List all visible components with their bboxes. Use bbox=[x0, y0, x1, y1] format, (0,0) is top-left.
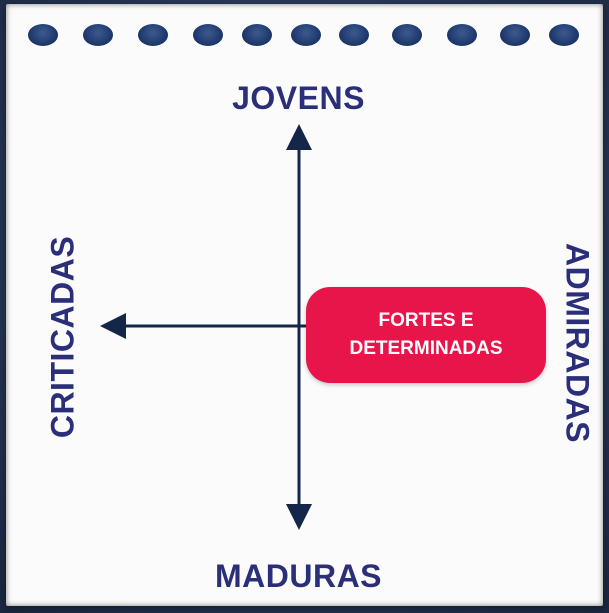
binding-hole bbox=[83, 24, 113, 46]
arrow-left-icon bbox=[100, 313, 126, 339]
axis-label-bottom: MADURAS bbox=[214, 558, 383, 594]
highlight-badge: FORTES E DETERMINADAS bbox=[306, 287, 546, 383]
axis-label-top: JOVENS bbox=[232, 80, 365, 116]
binding-hole bbox=[193, 24, 223, 46]
binding-hole bbox=[392, 24, 422, 46]
highlight-text: FORTES E DETERMINADAS bbox=[349, 310, 503, 359]
binding-hole bbox=[549, 24, 579, 46]
binding-holes bbox=[6, 24, 603, 50]
binding-hole bbox=[138, 24, 168, 46]
axis-label-right: ADMIRADAS bbox=[559, 242, 596, 444]
binding-hole bbox=[447, 24, 477, 46]
binding-hole bbox=[339, 24, 369, 46]
binding-hole bbox=[28, 24, 58, 46]
axis-label-left: CRITICADAS bbox=[44, 235, 81, 439]
arrow-up-icon bbox=[286, 124, 312, 150]
binding-hole bbox=[500, 24, 530, 46]
binding-hole bbox=[291, 24, 321, 46]
arrow-down-icon bbox=[286, 504, 312, 530]
binding-hole bbox=[242, 24, 272, 46]
